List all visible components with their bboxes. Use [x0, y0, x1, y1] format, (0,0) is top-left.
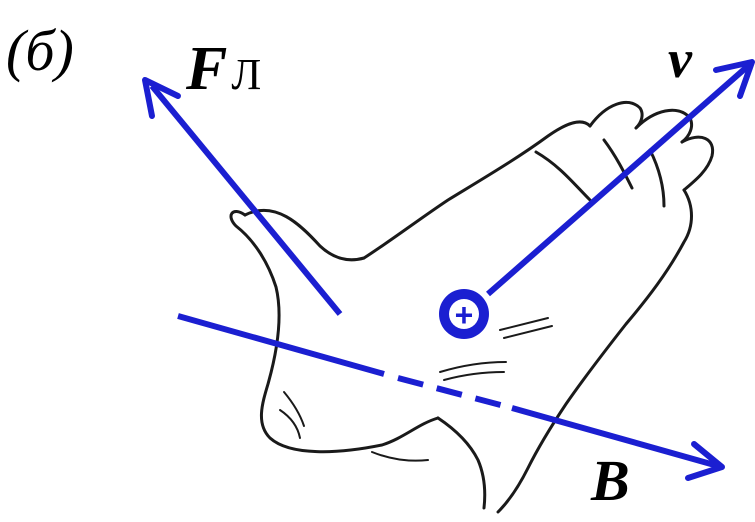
panel-label: (б): [6, 22, 74, 80]
palm-crease-2: [440, 362, 506, 380]
middle-finger-outline: [590, 102, 642, 128]
force-symbol: F: [186, 35, 227, 103]
field-vector: [178, 316, 722, 478]
field-vector-line-front: [178, 316, 384, 374]
force-vector: [145, 80, 340, 314]
field-vector-line-hidden: [398, 378, 512, 408]
velocity-label: v: [668, 32, 692, 86]
wrist-outline: [438, 418, 485, 508]
velocity-vector: [488, 62, 752, 294]
positive-charge-icon: +: [439, 289, 489, 339]
charge-symbol: +: [455, 297, 474, 333]
force-label: FЛ: [186, 38, 261, 100]
thumb-crease: [280, 392, 304, 438]
velocity-vector-line: [488, 66, 748, 294]
field-label: B: [591, 452, 630, 510]
hand-outline: [231, 211, 438, 451]
palm-crease-1: [500, 318, 552, 338]
wrist-crease: [372, 452, 428, 461]
finger-crease-3: [650, 150, 664, 206]
force-vector-line: [152, 86, 340, 314]
force-subscript: Л: [231, 50, 261, 99]
finger-crease-1: [536, 152, 590, 200]
little-finger-outline: [682, 137, 713, 190]
